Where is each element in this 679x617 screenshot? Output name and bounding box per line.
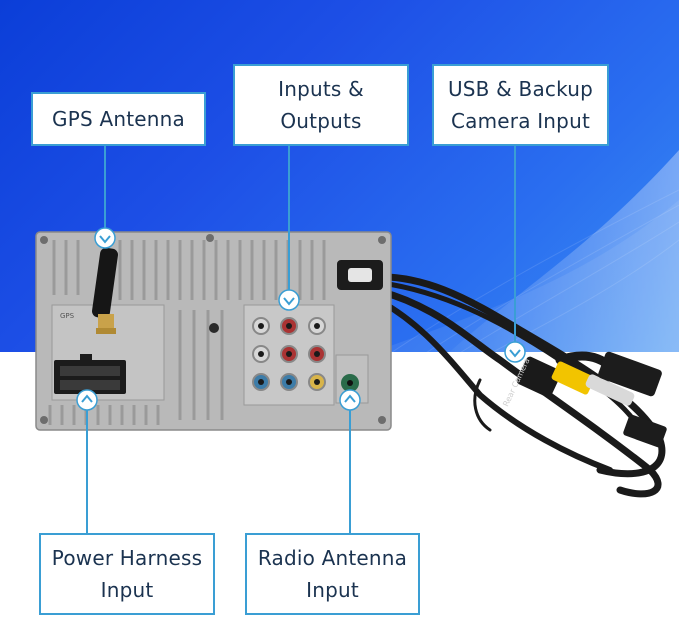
usb-cable-exit <box>337 260 383 290</box>
power-harness-socket <box>54 354 126 394</box>
callout-usb-backup-camera: USB & Backup Camera Input <box>432 64 609 146</box>
pointer-marker-radio-antenna <box>339 389 361 411</box>
callout-inputs-outputs: Inputs & Outputs <box>233 64 409 146</box>
av-jack-panel <box>243 304 335 406</box>
gps-antenna-stub <box>91 247 119 334</box>
pointer-marker-usb-backup <box>504 341 526 363</box>
cable-bundle <box>356 273 666 498</box>
callout-radio-antenna: Radio Antenna Input <box>245 533 420 615</box>
pointer-marker-inputs-outputs <box>278 289 300 311</box>
head-unit-chassis: GPS <box>35 231 392 431</box>
usb-connector <box>598 351 667 448</box>
callout-gps-antenna: GPS Antenna <box>31 92 206 146</box>
callout-power-harness: Power Harness Input <box>39 533 215 615</box>
pointer-marker-gps <box>94 227 116 249</box>
svg-text:GPS: GPS <box>60 312 75 320</box>
pointer-marker-power-harness <box>76 389 98 411</box>
